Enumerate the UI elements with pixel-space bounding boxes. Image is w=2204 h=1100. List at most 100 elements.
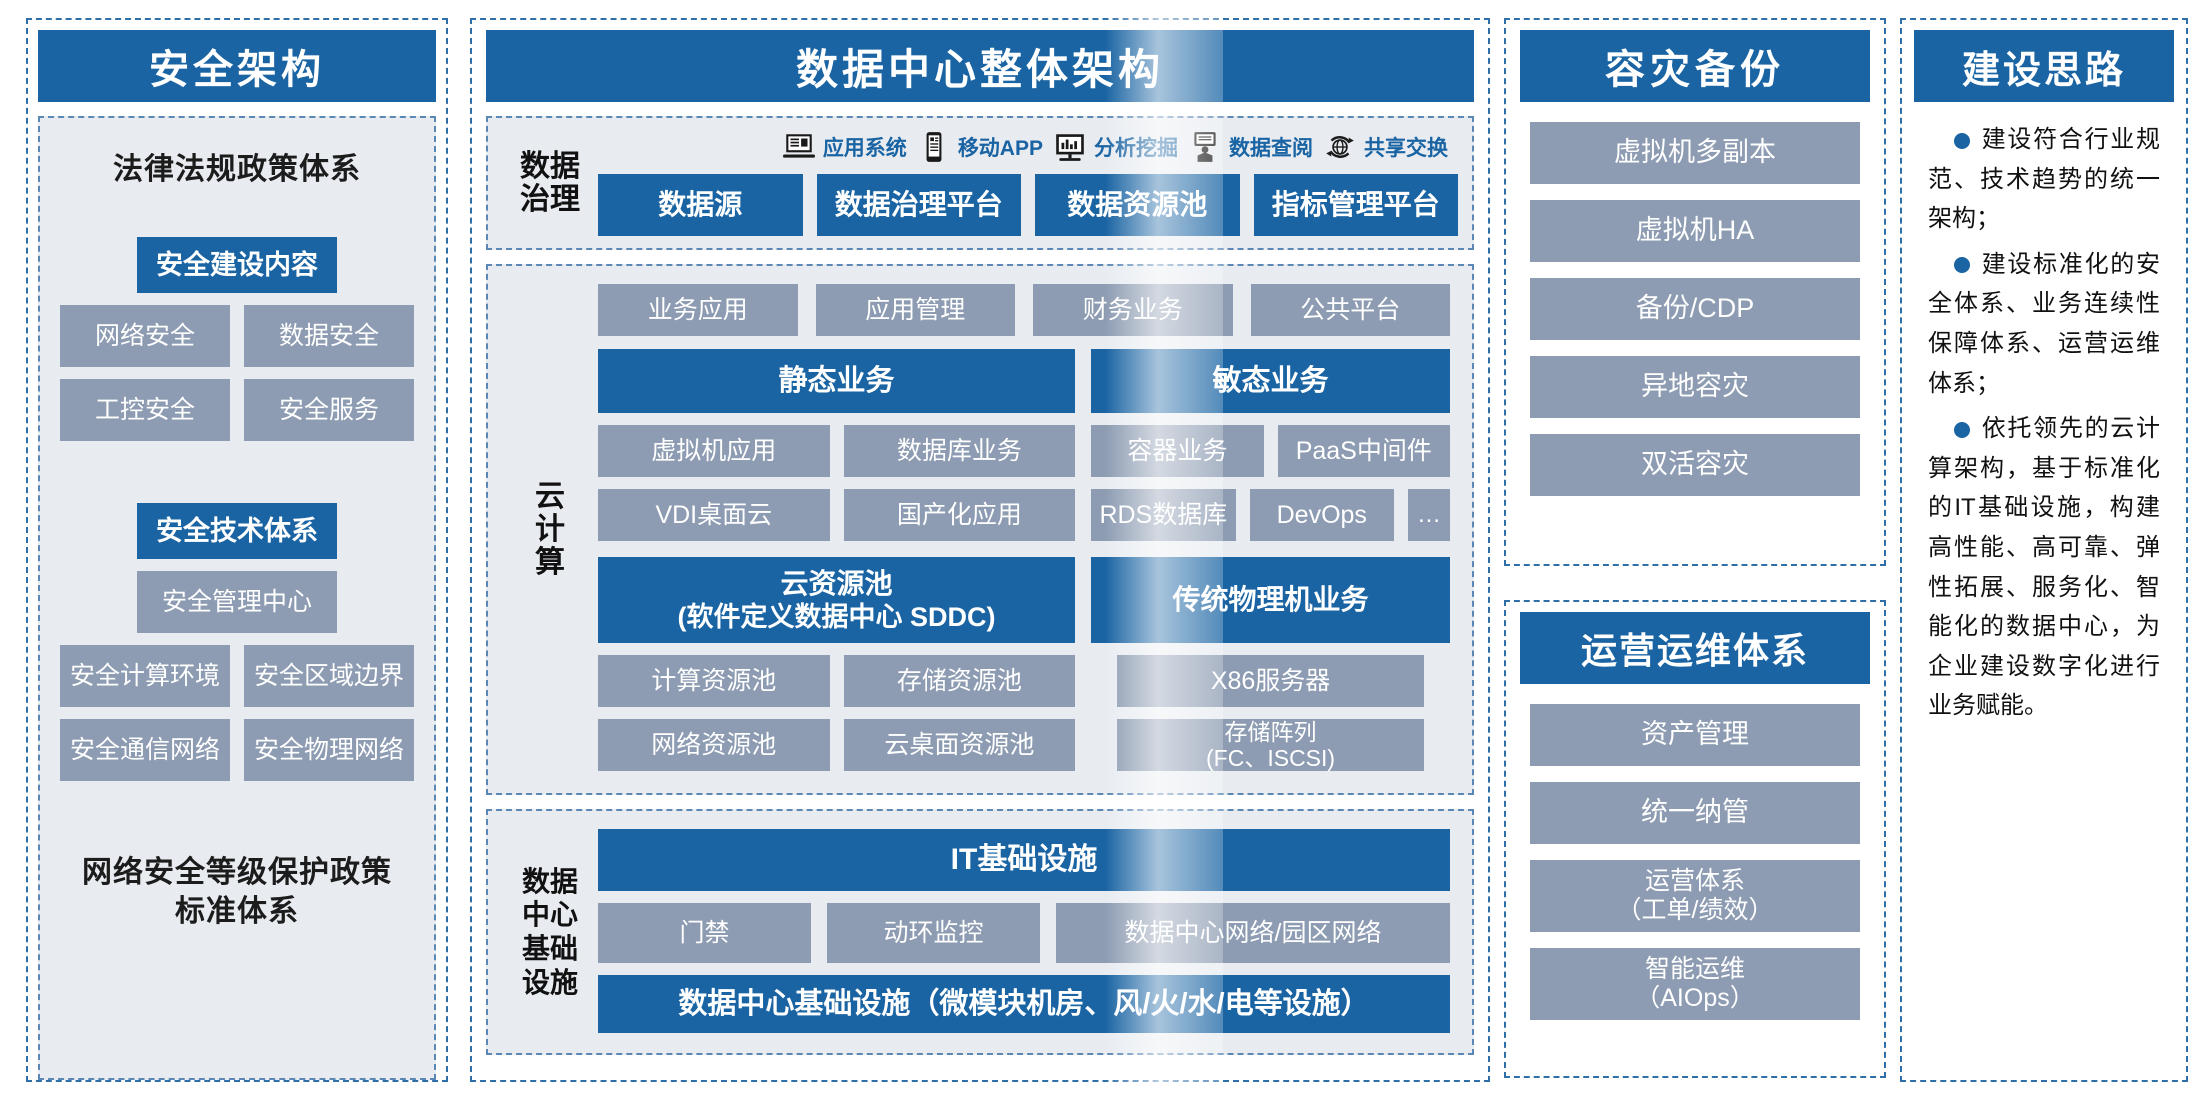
cloud-label-char-1: 云	[535, 480, 565, 513]
cloud-pool-header-line1: 云资源池	[780, 568, 893, 599]
governance-platform-row: 数据源 数据治理平台 数据资源池 指标管理平台	[598, 174, 1458, 236]
dr-item-remote-dr[interactable]: 异地容灾	[1530, 356, 1860, 418]
storage-array-line2: (FC、ISCSI)	[1206, 745, 1336, 771]
idea-outer-frame: 建设思路 建设符合行业规范、技术趋势的统一架构； 建设标准化的安全体系、业务连续…	[1900, 18, 2188, 1082]
dc-infrastructure-block: 数据 中心 基础 设施 IT基础设施 门禁 动环监控 数据中心网络/园区网络	[486, 809, 1474, 1055]
static-item-db-business[interactable]: 数据库业务	[843, 425, 1076, 477]
disaster-recovery-frame: 容灾备份 虚拟机多副本 虚拟机HA 备份/CDP 异地容灾 双活容灾	[1504, 18, 1886, 566]
idea-point: 建设标准化的安全体系、业务连续性保障体系、运营运维体系；	[1928, 245, 2160, 403]
platform-data-resource-pool[interactable]: 数据资源池	[1035, 174, 1240, 236]
pool-storage[interactable]: 存储资源池	[843, 655, 1076, 707]
security-tech-item-compute[interactable]: 安全计算环境	[60, 645, 230, 707]
security-build-header[interactable]: 安全建设内容	[137, 237, 337, 293]
data-governance-block: 数据 治理	[486, 116, 1474, 250]
agile-item-container[interactable]: 容器业务	[1091, 425, 1264, 477]
it-infrastructure-header[interactable]: IT基础设施	[598, 829, 1450, 891]
infra-dc-campus-network[interactable]: 数据中心网络/园区网络	[1056, 903, 1450, 963]
agile-item-devops[interactable]: DevOps	[1249, 489, 1395, 541]
security-tech-header[interactable]: 安全技术体系	[137, 503, 337, 559]
security-tech-item-boundary[interactable]: 安全区域边界	[244, 645, 414, 707]
pool-network[interactable]: 网络资源池	[598, 719, 830, 771]
cloud-computing-block: 云 计 算 业务应用 应用管理 财务业务 公共平台	[486, 264, 1474, 795]
security-build-item-data[interactable]: 数据安全	[244, 305, 414, 367]
ops-item-unified-management[interactable]: 统一纳管	[1530, 782, 1860, 844]
dr-operations-column: 容灾备份 虚拟机多副本 虚拟机HA 备份/CDP 异地容灾 双活容灾 运营运维体…	[1490, 0, 1900, 1100]
governance-icon-item: 应用系统	[782, 130, 907, 164]
pool-cloud-desktop[interactable]: 云桌面资源池	[843, 719, 1076, 771]
ops-item-operation-system[interactable]: 运营体系 （工单/绩效）	[1530, 860, 1860, 932]
static-item-vm-app[interactable]: 虚拟机应用	[598, 425, 830, 477]
agile-item-paas-middleware[interactable]: PaaS中间件	[1277, 425, 1451, 477]
governance-icon-item: 共享交换	[1323, 130, 1448, 164]
bullet-icon	[1954, 257, 1970, 274]
infra-access-control[interactable]: 门禁	[598, 903, 811, 963]
platform-data-governance[interactable]: 数据治理平台	[816, 174, 1021, 236]
physical-machine-group: 传统物理机业务 X86服务器 存储阵列 (FC、ISCSI)	[1091, 557, 1450, 771]
exchange-globe-icon	[1326, 136, 1354, 158]
app-finance-business[interactable]: 财务业务	[1033, 284, 1233, 336]
physical-business-header[interactable]: 传统物理机业务	[1091, 557, 1450, 643]
security-tech-item-physical[interactable]: 安全物理网络	[244, 719, 414, 781]
datacenter-outer-frame: 数据中心整体架构 数据 治理	[470, 18, 1490, 1082]
security-architecture-column: 安全架构 法律法规政策体系 安全建设内容 网络安全 数据安全 工控安全 安全服务…	[0, 0, 470, 1100]
security-build-row-1: 网络安全 数据安全	[60, 305, 414, 367]
security-tech-item-comm[interactable]: 安全通信网络	[60, 719, 230, 781]
physical-x86-server[interactable]: X86服务器	[1117, 655, 1424, 707]
cloud-label-char-3: 算	[535, 546, 565, 579]
idea-title: 建设思路	[1914, 30, 2174, 102]
governance-icon-row: 应用系统	[598, 130, 1458, 164]
pool-compute[interactable]: 计算资源池	[598, 655, 830, 707]
app-application-management[interactable]: 应用管理	[815, 284, 1015, 336]
agile-item-rds-database[interactable]: RDS数据库	[1091, 489, 1236, 541]
infra-label-line1: 数据	[521, 865, 578, 897]
governance-icon-label: 共享交换	[1364, 137, 1448, 160]
app-public-platform[interactable]: 公共平台	[1250, 284, 1450, 336]
governance-icon-label: 移动APP	[957, 137, 1043, 160]
static-item-localized-app[interactable]: 国产化应用	[843, 489, 1076, 541]
security-outer-frame: 安全架构 法律法规政策体系 安全建设内容 网络安全 数据安全 工控安全 安全服务…	[26, 18, 448, 1082]
governance-label-line1: 数据	[520, 150, 580, 183]
idea-point-text: 建设标准化的安全体系、业务连续性保障体系、运营运维体系；	[1928, 250, 2160, 397]
governance-icon-label: 分析挖掘	[1094, 137, 1178, 160]
security-build-item-service[interactable]: 安全服务	[244, 379, 414, 441]
ops-item-aiops[interactable]: 智能运维 （AIOps）	[1530, 948, 1860, 1020]
platform-data-source[interactable]: 数据源	[598, 174, 803, 236]
platform-metric-management[interactable]: 指标管理平台	[1253, 174, 1458, 236]
security-build-item-ics[interactable]: 工控安全	[60, 379, 230, 441]
security-tech-row-1: 安全计算环境 安全区域边界	[60, 645, 414, 707]
app-business-application[interactable]: 业务应用	[598, 284, 798, 336]
security-inner-frame: 法律法规政策体系 安全建设内容 网络安全 数据安全 工控安全 安全服务 安全技术…	[38, 116, 436, 1080]
idea-point: 依托领先的云计算架构，基于标准化的IT基础设施，构建高性能、高可靠、弹性拓展、服…	[1928, 409, 2160, 726]
security-tech-row-2: 安全通信网络 安全物理网络	[60, 719, 414, 781]
dr-item-vm-ha[interactable]: 虚拟机HA	[1530, 200, 1860, 262]
mobile-phone-icon	[926, 132, 942, 162]
security-title: 安全架构	[38, 30, 436, 102]
agile-business-header[interactable]: 敏态业务	[1091, 349, 1450, 413]
datacenter-architecture-column: 数据中心整体架构 数据 治理	[470, 0, 1490, 1100]
dr-item-active-active[interactable]: 双活容灾	[1530, 434, 1860, 496]
infrastructure-item-row: 门禁 动环监控 数据中心网络/园区网络	[598, 903, 1450, 963]
physical-storage-array[interactable]: 存储阵列 (FC、ISCSI)	[1117, 719, 1424, 771]
dr-item-vm-multi-copy[interactable]: 虚拟机多副本	[1530, 122, 1860, 184]
infra-label-line3: 基础	[521, 933, 578, 964]
governance-label-line2: 治理	[520, 183, 580, 216]
static-business-header[interactable]: 静态业务	[598, 349, 1076, 413]
cloud-resource-pool-group: 云资源池 (软件定义数据中心 SDDC) 计算资源池 存储资源池 网络资源池 云…	[598, 557, 1076, 771]
operations-frame: 运营运维体系 资产管理 统一纳管 运营体系 （工单/绩效） 智能运维 （AIOp…	[1504, 600, 1886, 1078]
dr-item-backup-cdp[interactable]: 备份/CDP	[1530, 278, 1860, 340]
static-item-vdi-cloud[interactable]: VDI桌面云	[598, 489, 830, 541]
agile-item-more[interactable]: …	[1408, 489, 1451, 541]
dc-infrastructure-footer[interactable]: 数据中心基础设施（微模块机房、风/火/水/电等设施）	[598, 975, 1450, 1033]
laptop-icon	[782, 134, 815, 158]
storage-array-line1: 存储阵列	[1224, 718, 1317, 745]
security-management-center[interactable]: 安全管理中心	[137, 571, 337, 633]
ops-operation-line1: 运营体系	[1644, 867, 1745, 896]
infra-environment-monitor[interactable]: 动环监控	[827, 903, 1040, 963]
governance-icon-label: 应用系统	[822, 137, 907, 160]
ops-item-asset-management[interactable]: 资产管理	[1530, 704, 1860, 766]
construction-idea-column: 建设思路 建设符合行业规范、技术趋势的统一架构； 建设标准化的安全体系、业务连续…	[1900, 0, 2204, 1100]
security-build-item-network[interactable]: 网络安全	[60, 305, 230, 367]
cloud-pool-header-line2: (软件定义数据中心 SDDC)	[677, 601, 996, 632]
cloud-resource-pool-header[interactable]: 云资源池 (软件定义数据中心 SDDC)	[598, 557, 1076, 643]
